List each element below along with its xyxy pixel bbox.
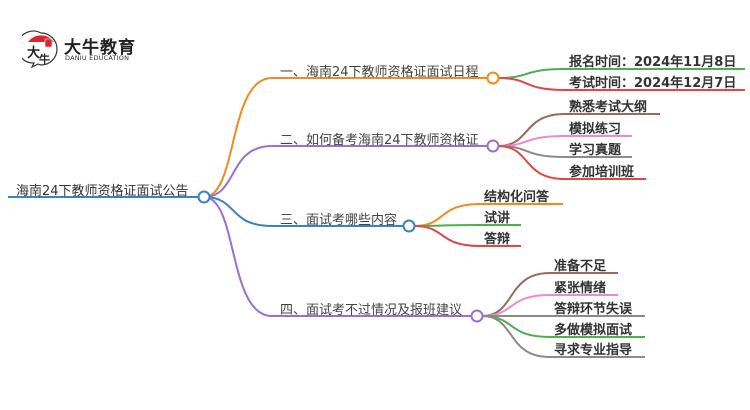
child-label-3-2: 试讲 <box>484 211 511 226</box>
child-connector-4-2 <box>481 294 551 317</box>
child-label-4-1: 准备不足 <box>554 259 607 274</box>
child-connector-3-1 <box>413 203 481 227</box>
child-connector-3-3 <box>413 225 481 247</box>
child-connector-1-1 <box>497 68 566 79</box>
child-label-3-1: 结构化问答 <box>484 190 550 205</box>
child-label-4-5: 寻求专业指导 <box>554 343 633 358</box>
child-label-4-4: 多做模拟面试 <box>554 323 633 338</box>
child-label-4-2: 紧张情绪 <box>554 281 607 296</box>
branch-label-3: 三、面试考哪些内容 <box>280 213 398 228</box>
brand-logo: 大 牛 大牛教育 DANIU EDUCATION <box>22 30 182 70</box>
child-label-2-3: 学习真题 <box>569 143 622 158</box>
child-connector-4-4 <box>481 315 551 338</box>
svg-text:大: 大 <box>27 45 40 61</box>
branch-node-1[interactable] <box>486 71 500 85</box>
root-topic-label: 海南24下教师资格证面试公告 <box>16 184 189 199</box>
root-node[interactable] <box>197 190 211 204</box>
child-label-2-2: 模拟练习 <box>569 122 622 137</box>
branch-connector-1 <box>203 77 273 198</box>
branch-connector-4 <box>203 196 273 317</box>
child-label-2-1: 熟悉考试大纲 <box>569 100 648 115</box>
branch-label-2: 二、如何备考海南24下教师资格证 <box>280 133 479 148</box>
branch-label-1: 一、海南24下教师资格证面试日程 <box>280 65 479 80</box>
child-connector-1-2 <box>497 77 566 91</box>
branch-node-3[interactable] <box>402 219 416 233</box>
child-label-1-1: 报名时间：2024年11月8日 <box>569 55 737 70</box>
child-connector-4-5 <box>481 315 551 358</box>
child-connector-2-4 <box>497 145 566 180</box>
branch-label-4: 四、面试考不过情况及报班建议 <box>280 303 463 318</box>
child-label-1-2: 考试时间：2024年12月7日 <box>569 76 737 91</box>
branch-connector-3 <box>203 196 273 227</box>
branch-node-2[interactable] <box>486 139 500 153</box>
child-label-3-3: 答辩 <box>484 232 511 247</box>
logo-name-cn: 大牛教育 <box>64 38 136 58</box>
daniu-logo-icon: 大 牛 <box>22 30 58 68</box>
child-connector-2-1 <box>497 113 566 147</box>
child-label-4-3: 答辩环节失误 <box>554 302 633 317</box>
child-label-2-4: 参加培训班 <box>569 165 635 180</box>
branch-connector-2 <box>203 145 273 198</box>
logo-name-en: DANIU EDUCATION <box>65 54 130 62</box>
svg-text:牛: 牛 <box>39 52 50 66</box>
branch-node-4[interactable] <box>470 309 484 323</box>
